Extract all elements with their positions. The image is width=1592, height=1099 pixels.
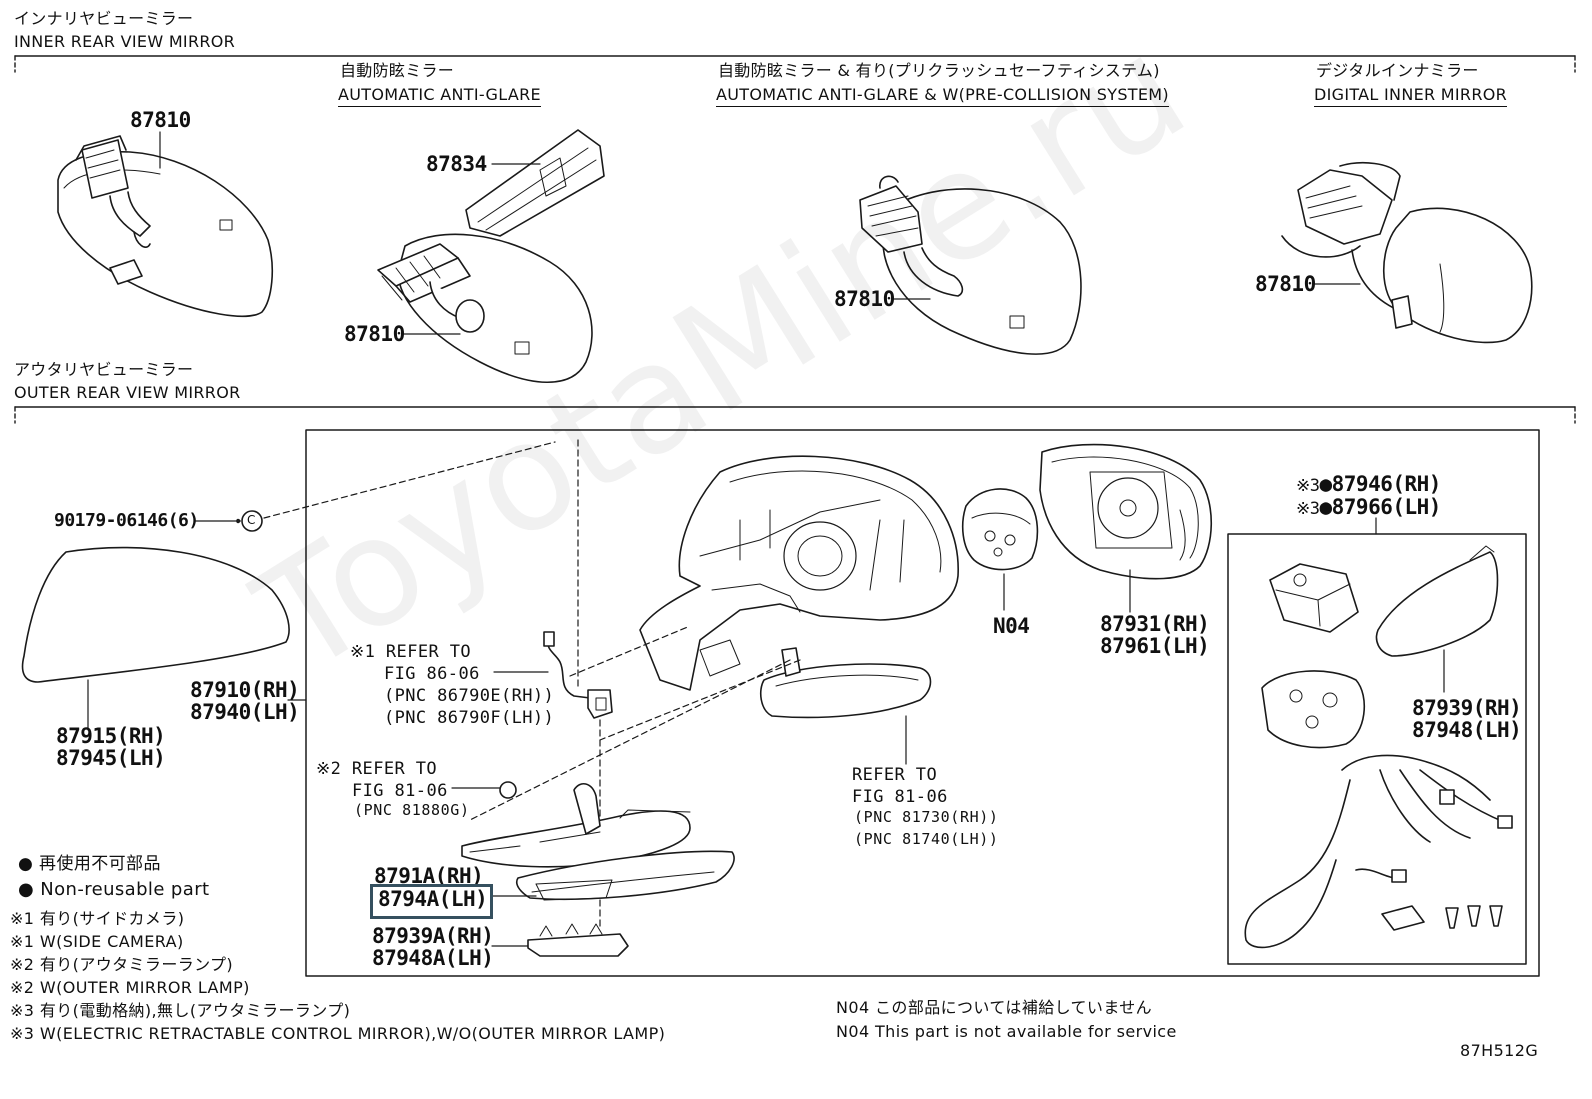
- ref1-line4: (PNC 86790F(LH)): [384, 708, 555, 728]
- inner-title-en: INNER REAR VIEW MIRROR: [14, 32, 236, 51]
- section-bracket-outer: [14, 406, 1576, 424]
- label-glass-lh: 87961(LH): [1100, 634, 1210, 658]
- label-87939a: 87939A(RH): [372, 924, 494, 948]
- mirror-housing: [639, 455, 959, 691]
- label-87948: 87948(LH): [1412, 718, 1522, 742]
- mirror-glass: [1039, 443, 1213, 580]
- note-3-en: ※3 W(ELECTRIC RETRACTABLE CONTROL MIRROR…: [10, 1024, 666, 1043]
- variant-3-jp: デジタルインナミラー: [1316, 61, 1479, 80]
- ref2-line2: FIG 81-06: [352, 781, 448, 801]
- actuator-motor: [961, 488, 1039, 571]
- n04-note-en: N04 This part is not available for servi…: [836, 1022, 1177, 1041]
- turn-signal-lamp: [759, 647, 932, 719]
- label-87810-basic: 87810: [130, 108, 191, 132]
- inner-mirror-antiglare: [377, 129, 605, 384]
- section-bracket-inner: [14, 55, 1576, 73]
- ref1-mark: ※1: [350, 642, 376, 662]
- ref3-line2: FIG 81-06: [852, 787, 948, 807]
- variant-2-jp: 自動防眩ミラー & 有り(プリクラッシュセーフティシステム): [718, 61, 1160, 80]
- ref3-line1: REFER TO: [852, 765, 938, 785]
- retract-clip: [1381, 905, 1425, 931]
- n04-note-jp: N04 この部品については補給していません: [836, 998, 1153, 1017]
- label-87966-text: 87966(LH): [1331, 495, 1442, 519]
- note-2-jp: ※2 有り(アウタミラーランプ): [10, 955, 234, 974]
- label-87810-pcs: 87810: [834, 287, 895, 311]
- side-camera: [543, 631, 613, 719]
- variant-2-en: AUTOMATIC ANTI-GLARE & W(PRE-COLLISION S…: [716, 87, 1169, 107]
- outer-frame: [305, 429, 1540, 977]
- note-3-jp: ※3 有り(電動格納),無し(アウタミラーランプ): [10, 1001, 351, 1020]
- variant-1-en: AUTOMATIC ANTI-GLARE: [338, 87, 541, 107]
- label-87810-digital: 87810: [1255, 272, 1316, 296]
- lamp-bracket: [527, 923, 629, 957]
- label-87834: 87834: [426, 152, 487, 176]
- outer-title-en: OUTER REAR VIEW MIRROR: [14, 383, 241, 402]
- retract-harness: [1244, 754, 1513, 949]
- retract-plate: [1261, 670, 1366, 749]
- ref1-line2: FIG 86-06: [384, 664, 480, 684]
- note-1-jp: ※1 有り(サイドカメラ): [10, 909, 185, 928]
- label-87948a: 87948A(LH): [372, 946, 494, 970]
- ref1-line3: (PNC 86790E(RH)): [384, 686, 555, 706]
- label-assy-rh: 87910(RH): [190, 678, 300, 702]
- variant-1-jp: 自動防眩ミラー: [340, 61, 455, 80]
- mirror-lamp-art: [499, 781, 517, 799]
- label-8791a: 8791A(RH): [374, 864, 484, 888]
- legend-jp: ● 再使用不可部品: [18, 856, 161, 873]
- ref1-block: ※1 REFER TO: [350, 641, 471, 663]
- note-2-en: ※2 W(OUTER MIRROR LAMP): [10, 978, 250, 997]
- ref2-mark: ※2: [316, 759, 342, 779]
- inner-mirror-basic: [57, 135, 274, 318]
- legend-nonreusable-en: Non-reusable part: [40, 879, 210, 900]
- retract-kit-frame: [1227, 533, 1527, 965]
- bolt-symbol-art: [236, 510, 263, 532]
- side-turn-lamp: [515, 850, 735, 901]
- ref3-line3: (PNC 81730(RH)): [854, 808, 999, 826]
- lamp-dash-2: [599, 659, 801, 741]
- bullet-2: ●: [1319, 495, 1332, 519]
- inner-mirror-digital: [1281, 162, 1533, 344]
- lower-cover: [461, 783, 691, 868]
- inner-title-jp: インナリヤビューミラー: [14, 9, 194, 28]
- outer-title-jp: アウタリヤビューミラー: [14, 360, 194, 379]
- figure-code: 87H512G: [1460, 1041, 1539, 1060]
- mirror-cover: [21, 546, 290, 683]
- label-bolt: 90179-06146(6): [54, 510, 199, 531]
- highlight-box: [370, 884, 493, 919]
- bullet-1: ●: [1319, 472, 1332, 496]
- label-assy-lh: 87940(LH): [190, 700, 300, 724]
- label-8794a[interactable]: 8794A(LH): [378, 887, 488, 911]
- ref2-line1: REFER TO: [351, 759, 438, 779]
- label-cover-lh: 87945(LH): [56, 746, 166, 770]
- lamp-dash: [469, 659, 791, 821]
- ref2-block: ※2 REFER TO: [316, 758, 437, 780]
- legend-bullet-en: ●: [18, 879, 35, 900]
- label-87946: ※3●87946(RH): [1296, 474, 1441, 495]
- note-1-en: ※1 W(SIDE CAMERA): [10, 932, 184, 951]
- label-cover-rh: 87915(RH): [56, 724, 166, 748]
- label-n04: N04: [993, 614, 1030, 638]
- retract-cover: [1375, 545, 1499, 657]
- label-87810-antiglare: 87810: [344, 322, 405, 346]
- legend-bullet-jp: ●: [18, 854, 34, 874]
- legend-nonreusable-jp: 再使用不可部品: [39, 854, 161, 874]
- bolt-dash: [263, 441, 556, 519]
- retract-motor: [1269, 563, 1359, 633]
- label-87966: ※3●87966(LH): [1296, 497, 1441, 518]
- label-87939: 87939(RH): [1412, 696, 1522, 720]
- label-glass-rh: 87931(RH): [1100, 612, 1210, 636]
- retract-screws: [1445, 905, 1503, 929]
- legend-en: ● Non-reusable part: [18, 881, 209, 899]
- ref1-line1: REFER TO: [385, 642, 472, 662]
- box-mark-1: ※3: [1296, 476, 1320, 496]
- box-mark-2: ※3: [1296, 499, 1320, 519]
- label-87946-text: 87946(RH): [1331, 472, 1442, 496]
- variant-3-en: DIGITAL INNER MIRROR: [1314, 87, 1508, 107]
- ref2-line3: (PNC 81880G): [354, 801, 470, 819]
- bolt-symbol: C: [247, 513, 256, 527]
- ref3-line4: (PNC 81740(LH)): [854, 830, 999, 848]
- inner-mirror-pcs: [859, 175, 1082, 355]
